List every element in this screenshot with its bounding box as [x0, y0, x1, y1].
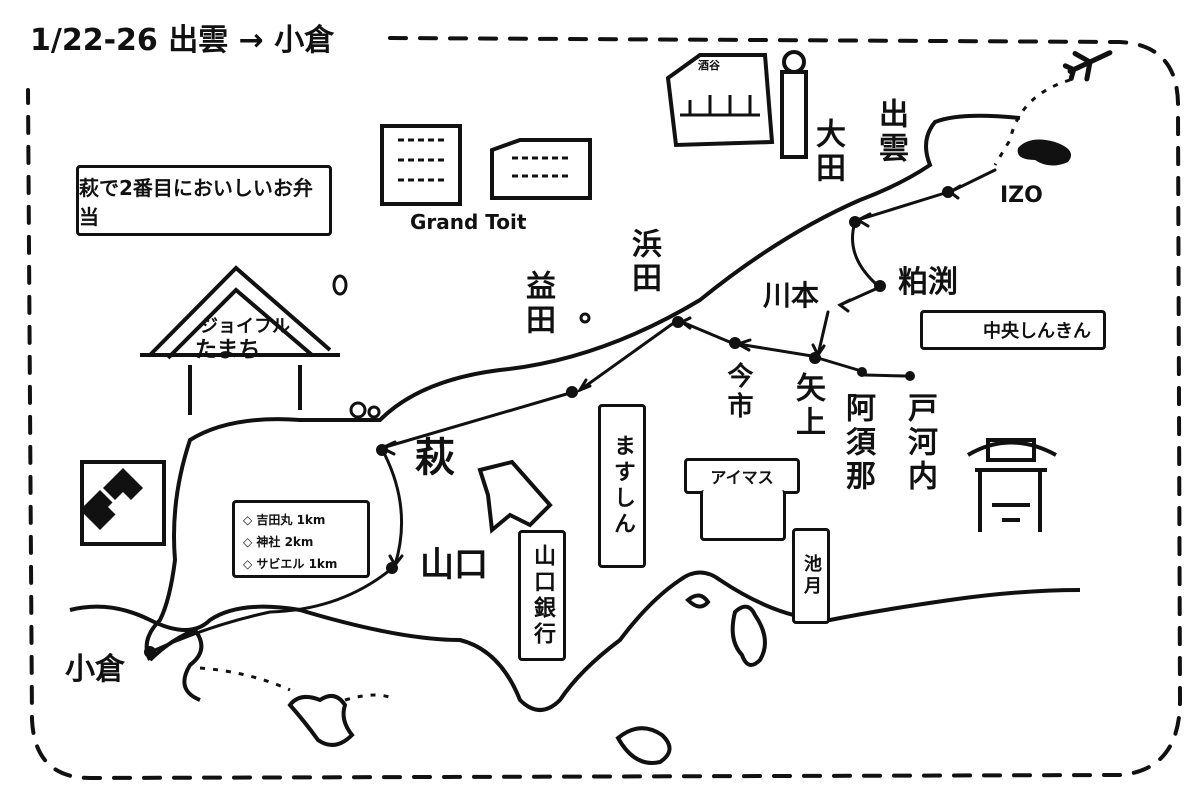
city-label-masuda: 益田 [520, 270, 555, 338]
city-label-hagi: 萩 [415, 435, 455, 481]
ferry-route [199, 666, 396, 702]
city-label-izumo: 出雲 [873, 98, 908, 166]
aimasu-building [700, 490, 786, 541]
map-points [332, 274, 591, 419]
coastline-south [69, 570, 1081, 712]
city-label-tokochi: 戸河内 [902, 392, 937, 494]
city-label-kokura: 小倉 [65, 652, 125, 687]
city-label-kasubuchi: 粕渕 [898, 265, 958, 300]
ikegetsu-sign: 池月 [792, 528, 830, 624]
family-crest-icon [80, 460, 166, 546]
signpost-row: ◇ 吉田丸 1km [243, 513, 326, 527]
shrine-icon [966, 438, 1057, 532]
pond-icon [1017, 139, 1072, 166]
station-building-icon [665, 50, 808, 159]
masu-shin-sign: ますしん [598, 404, 646, 568]
city-label-kawamoto: 川本 [763, 279, 820, 312]
joyful-label-line2: たまち [195, 338, 261, 363]
yamaguchi-bank-sign: 山口銀行 [518, 530, 566, 661]
chuo-shinkin-sign: 中央しんきん [920, 310, 1106, 350]
signpost-row: ◇ サビエル 1km [243, 557, 338, 571]
city-label-oda: 大田 [810, 118, 845, 186]
sake-sign: 酒谷 [698, 59, 720, 72]
airport-code: IZO [1000, 183, 1043, 208]
dashed-frame [26, 36, 1183, 781]
island-icon [287, 694, 355, 747]
island-icon [685, 593, 711, 609]
aimasu-sign: アイマス [684, 458, 800, 494]
fox-statue-icon [477, 459, 553, 534]
island-icon [615, 726, 672, 765]
building-icon [380, 124, 592, 206]
city-label-asuna: 阿須那 [840, 392, 875, 494]
city-label-imaichi: 今市 [723, 362, 753, 422]
joyful-label-line1: ジョイフル [200, 316, 290, 337]
city-label-hamada: 浜田 [626, 228, 661, 296]
city-dots [144, 186, 954, 658]
bento-note-box: 萩で2番目においしいお弁当 [76, 165, 332, 236]
airplane-icon [1062, 50, 1113, 82]
city-label-yamaguchi: 山口 [420, 545, 488, 585]
joyful-restaurant-icon [140, 265, 340, 415]
city-label-yakami: 矢上 [790, 372, 825, 440]
map-title: 1/22-26 出雲 → 小倉 [30, 23, 335, 58]
direction-signpost: ◇ 吉田丸 1km ◇ 神社 2km ◇ サビエル 1km [232, 500, 370, 578]
signpost-row: ◇ 神社 2km [243, 535, 314, 549]
grand-toit-label: Grand Toit [410, 210, 527, 234]
island-icon [730, 604, 767, 667]
coastline-north [144, 113, 1021, 661]
